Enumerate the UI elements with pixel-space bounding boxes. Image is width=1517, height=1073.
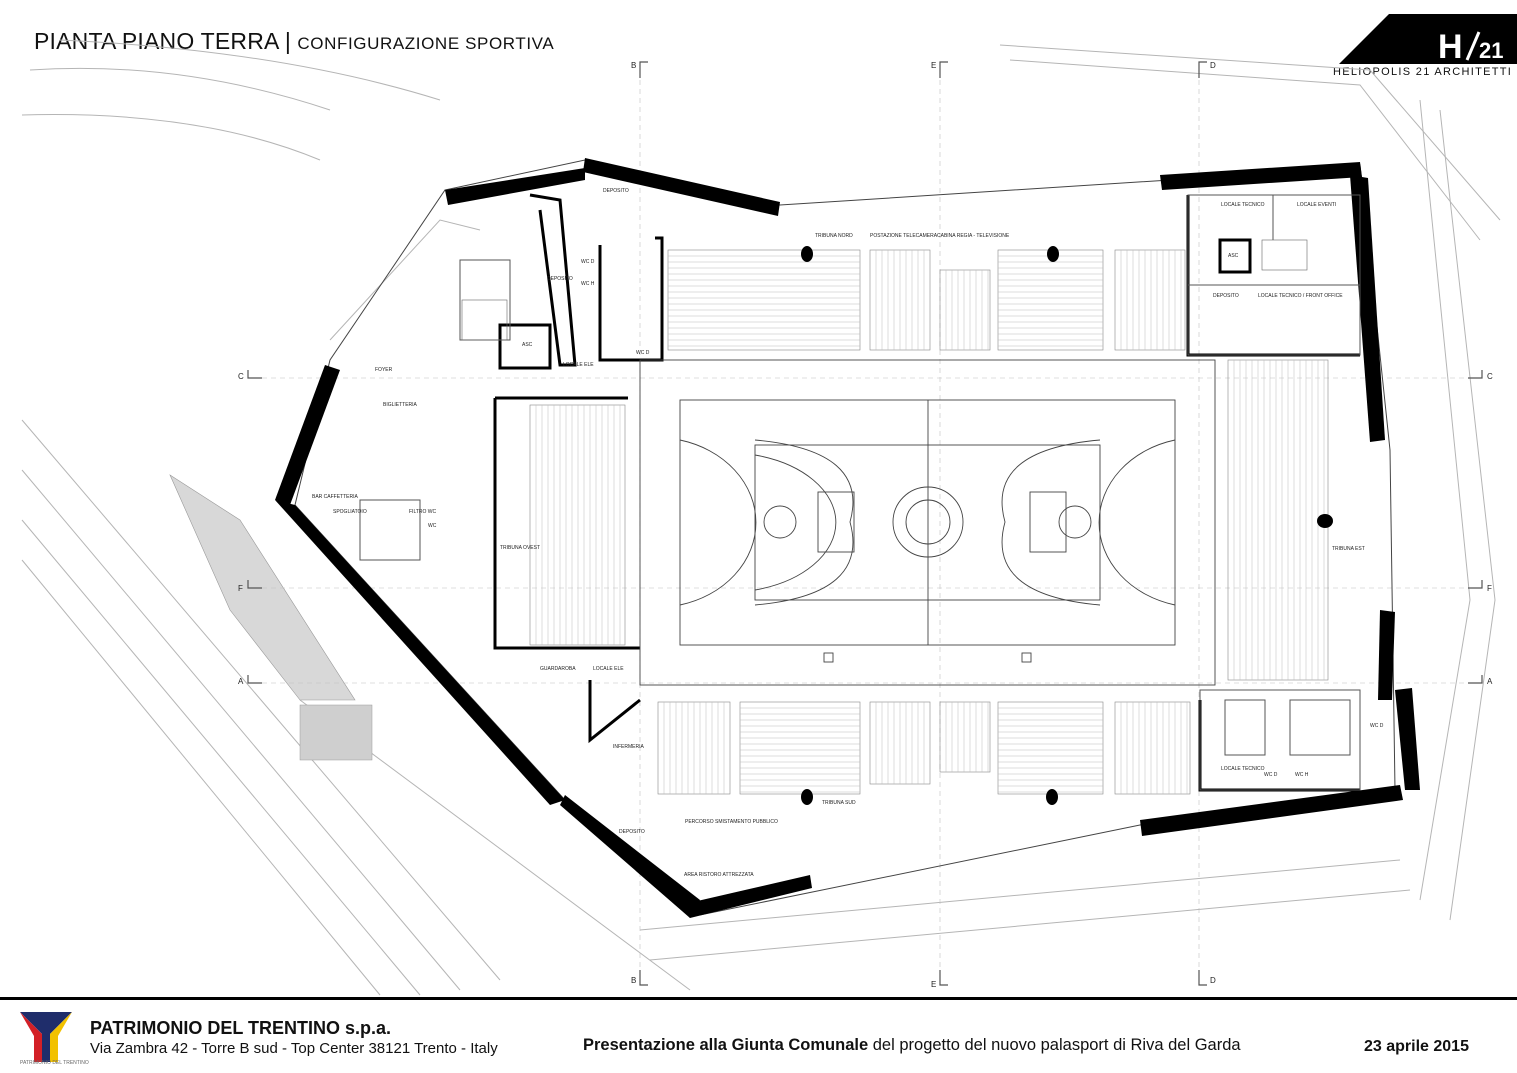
- logo-subtitle: HELIOPOLIS 21 ARCHITETTI: [1333, 66, 1513, 78]
- presentation-bold: Presentazione alla Giunta Comunale: [583, 1036, 869, 1054]
- heliopolis-logo-icon: H 21: [1339, 14, 1517, 66]
- stairs: [461, 239, 1308, 341]
- label-asc-2: ASC: [1228, 253, 1239, 259]
- footer-logo-caption: PATRIMONIO DEL TRENTINO: [20, 1060, 89, 1066]
- label-wc-h-2: WC H: [1295, 772, 1309, 778]
- logo-mark-number: 21: [1479, 38, 1503, 63]
- label-postazione-telecamera: POSTAZIONE TELECAMERA: [870, 233, 938, 239]
- label-guardaroba: GUARDAROBA: [540, 666, 576, 672]
- section-markers: [247, 61, 1483, 986]
- label-locale-ele-2: LOCALE ELE: [593, 666, 624, 672]
- section-d-top: D: [1210, 61, 1216, 70]
- label-tribuna-ovest: TRIBUNA OVEST: [500, 545, 540, 551]
- label-filtro: FILTRO WC: [409, 509, 437, 515]
- label-biglietteria: BIGLIETTERIA: [383, 402, 418, 408]
- seating-north: [667, 249, 1186, 351]
- section-a-left: A: [238, 677, 244, 686]
- room-labels: DEPOSITO WC D WC H DEPOSITO ASC LOCALE E…: [312, 188, 1384, 878]
- label-infermeria: INFERMERIA: [613, 744, 645, 750]
- label-locale-tecnico-1: LOCALE TECNICO: [1221, 202, 1265, 208]
- columns: [801, 246, 1333, 805]
- label-tribuna-nord: TRIBUNA NORD: [815, 233, 853, 239]
- section-c-left: C: [238, 372, 244, 381]
- seating-west: [529, 404, 626, 646]
- ramp-area: [169, 474, 356, 701]
- label-wc-d-3: WC D: [1264, 772, 1278, 778]
- footer-divider: [0, 997, 1517, 1000]
- label-deposito-2: DEPOSITO: [547, 276, 573, 282]
- sports-court: [639, 359, 1216, 686]
- label-foyer: FOYER: [375, 367, 393, 373]
- label-asc-1: ASC: [522, 342, 533, 348]
- footer-address: Via Zambra 42 - Torre B sud - Top Center…: [90, 1040, 498, 1057]
- label-cabina-regia: CABINA REGIA - TELEVISIONE: [937, 233, 1010, 239]
- section-e-bottom: E: [931, 980, 936, 989]
- section-a-right: A: [1487, 677, 1493, 686]
- site-context: [21, 39, 1501, 996]
- presentation-rest: del progetto del nuovo palasport di Riva…: [868, 1036, 1241, 1054]
- section-d-bottom: D: [1210, 976, 1216, 985]
- title-sub: CONFIGURAZIONE SPORTIVA: [297, 34, 555, 53]
- exterior-walls: [275, 158, 1420, 918]
- section-c-right: C: [1487, 372, 1493, 381]
- label-deposito-1: DEPOSITO: [603, 188, 629, 194]
- label-wc: WC: [428, 523, 437, 529]
- label-locale-eventi: LOCALE EVENTI: [1297, 202, 1336, 208]
- label-locale-tecnico-2: LOCALE TECNICO: [1221, 766, 1265, 772]
- label-wc-d-2: WC D: [636, 350, 650, 356]
- floor-plan-drawing: B E D B E D C C F F A A: [21, 39, 1501, 996]
- label-spogliatoio: SPOGLIATOIO: [333, 509, 367, 515]
- label-front-office: LOCALE TECNICO / FRONT OFFICE: [1258, 293, 1343, 299]
- footer-date: 23 aprile 2015: [1364, 1038, 1469, 1055]
- label-bar: BAR CAFFETTERIA: [312, 494, 359, 500]
- section-b-top: B: [631, 61, 636, 70]
- label-deposito-4: DEPOSITO: [619, 829, 645, 835]
- footer-company: PATRIMONIO DEL TRENTINO s.p.a.: [90, 1018, 392, 1038]
- section-b-bottom: B: [631, 976, 636, 985]
- label-tribuna-sud: TRIBUNA SUD: [822, 800, 856, 806]
- label-wc-d-4: WC D: [1370, 723, 1384, 729]
- label-wc-d: WC D: [581, 259, 595, 265]
- section-f-right: F: [1487, 584, 1492, 593]
- footer-presentation: Presentazione alla Giunta Comunale del p…: [583, 1036, 1241, 1055]
- page-title: PIANTA PIANO TERRA | CONFIGURAZIONE SPOR…: [34, 28, 554, 55]
- label-wc-h: WC H: [581, 281, 595, 287]
- label-locale-ele-1: LOCALE ELE: [563, 362, 594, 368]
- seating-east: [1227, 359, 1329, 681]
- label-percorso: PERCORSO SMISTAMENTO PUBBLICO: [685, 819, 778, 825]
- label-deposito-3: DEPOSITO: [1213, 293, 1239, 299]
- logo-mark-letter: H: [1438, 28, 1463, 66]
- label-area-ristoro: AREA RISTORO ATTREZZATA: [684, 872, 754, 878]
- patrimonio-logo-icon: [20, 1012, 72, 1062]
- parking-hatch: [299, 704, 373, 761]
- section-e-top: E: [931, 61, 936, 70]
- label-tribuna-est: TRIBUNA EST: [1332, 546, 1365, 552]
- section-f-left: F: [238, 584, 243, 593]
